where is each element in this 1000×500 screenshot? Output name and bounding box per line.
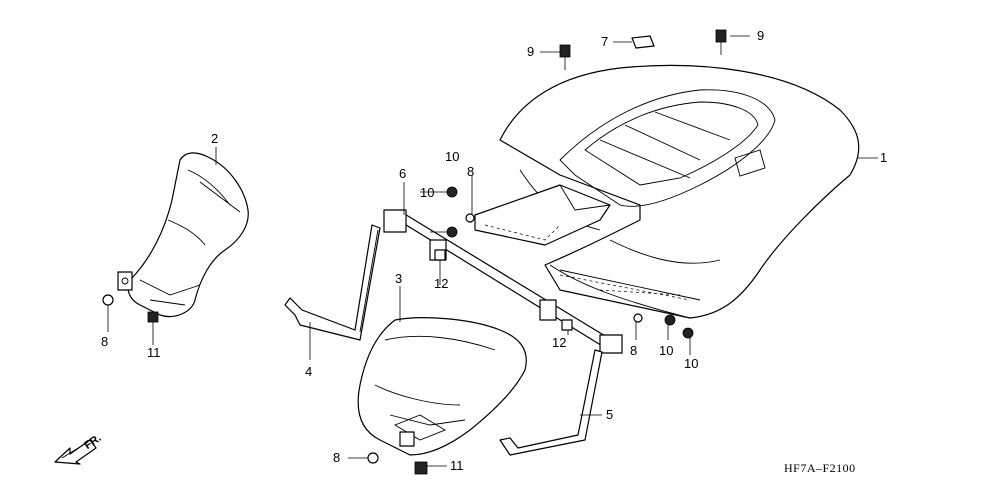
label-part-8-upper: 8 [467,164,475,179]
diagram-code: HF7A–F2100 [784,461,856,475]
label-part-4: 4 [305,364,313,379]
mud-guard-right [357,317,527,456]
fender-inner-liner [474,184,611,246]
rod-left [284,224,381,341]
label-part-5: 5 [606,407,614,422]
label-part-7: 7 [601,34,609,49]
label-part-6: 6 [399,166,407,181]
label-part-10-lower-right: 10 [684,356,699,371]
label-part-3: 3 [395,271,403,286]
label-part-12-right: 12 [552,335,567,350]
label-part-11-left: 11 [147,345,161,360]
rear-fender [499,64,860,319]
mud-guard-left [117,152,249,318]
label-part-8-bottom: 8 [333,450,341,465]
label-part-10-upper: 10 [445,149,460,164]
rod-right [499,349,603,456]
label-part-10-lower-left: 10 [659,343,674,358]
label-part-9-left: 9 [527,44,535,59]
label-part-1: 1 [880,150,888,165]
label-part-8-right: 8 [630,343,638,358]
label-part-2: 2 [211,131,219,146]
label-part-10-mid: 10 [420,185,435,200]
label-part-8-left: 8 [101,334,109,349]
label-part-11-bottom: 11 [450,458,464,473]
leader-lines [107,35,878,467]
label-part-9-right: 9 [757,28,765,43]
fasteners [102,29,727,475]
label-part-12-left: 12 [434,276,449,291]
fender-stay-bar [383,209,623,354]
front-direction-arrow-icon [54,439,97,465]
